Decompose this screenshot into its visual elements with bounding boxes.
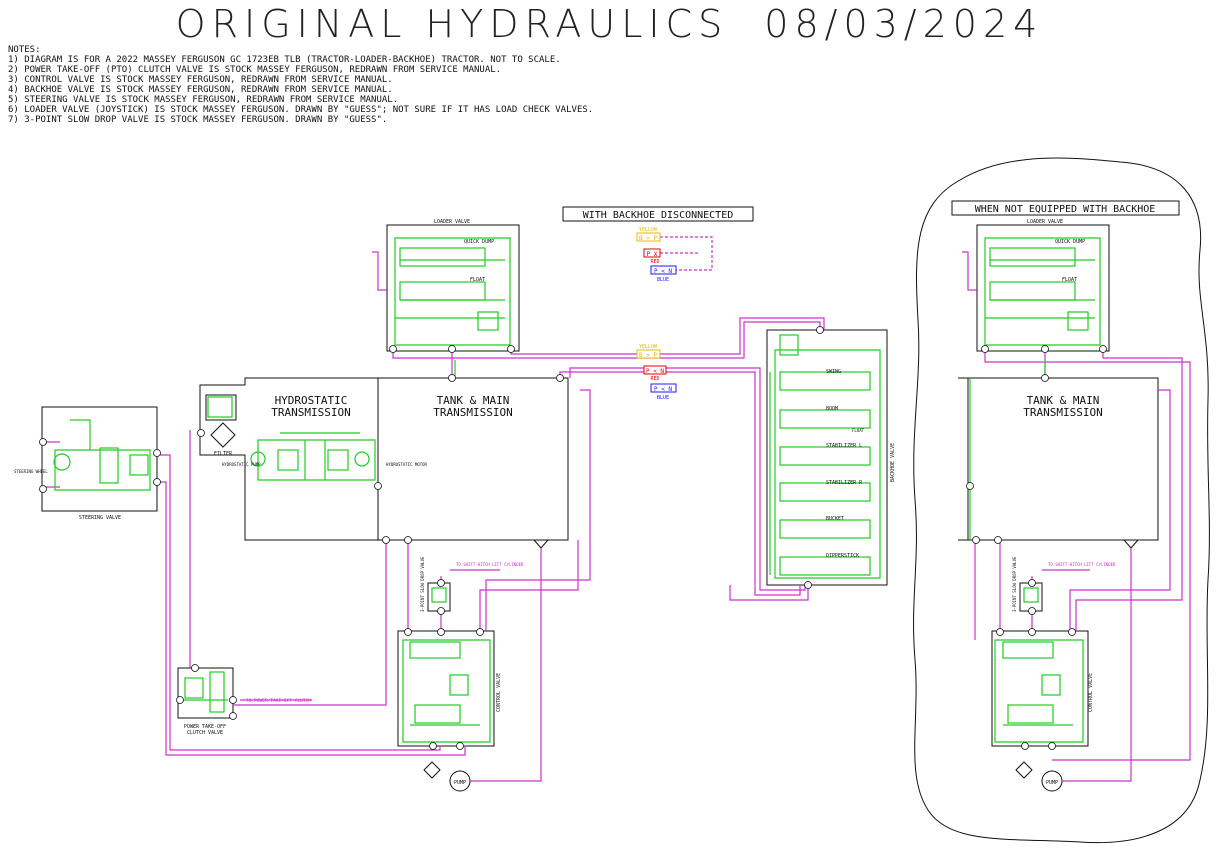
note-item: 3) CONTROL VALVE IS STOCK MASSEY FERGUSO…: [8, 75, 393, 85]
title-date: 08/03/2024: [764, 2, 1044, 46]
hydro-motor-label: HYDROSTATIC MOTOR: [386, 462, 428, 467]
line-code-yellow: B > P: [639, 352, 657, 359]
line-code-red: P < N: [646, 368, 664, 375]
legend-yellow-name: YELLOW: [639, 227, 658, 233]
to-lift-label: TO SHIFT HITCH LIFT CYLINDER: [456, 562, 524, 567]
tank-main-label-r: TANK & MAIN: [1027, 394, 1100, 407]
filter-label: FILTER: [214, 451, 233, 457]
slow-drop-label-2: 3-POINT SLOW DROP VALVE: [1012, 556, 1017, 612]
steering-valve-label: STEERING VALVE: [79, 515, 121, 521]
line-code-blue: P < N: [654, 386, 672, 393]
boom-float: FLOAT: [852, 428, 865, 433]
control-valve-box: [397, 630, 495, 747]
tank-main-label-2: TRANSMISSION: [433, 406, 512, 419]
legend: WITH BACKHOE DISCONNECTED YELLOW B > P P…: [562, 206, 754, 401]
to-lift-label-2: TO SHIFT HITCH LIFT CYLINDER: [1048, 562, 1116, 567]
loader-valve-box: [386, 224, 520, 352]
title-text: ORIGINAL HYDRAULICS: [175, 2, 729, 46]
not-equipped-label: WHEN NOT EQUIPPED WITH BACKHOE: [975, 204, 1156, 215]
hydro-pump-label: HYDROSTATIC PUMP: [222, 462, 261, 467]
control-valve-label: CONTROL VALVE: [496, 673, 502, 712]
float-label-2: FLOAT: [1062, 277, 1077, 283]
hydrostatic-label-2: TRANSMISSION: [271, 406, 350, 419]
not-equipped-cloud: [913, 157, 1210, 844]
pto-valve-box: [177, 667, 234, 719]
filter-symbol: [210, 422, 236, 448]
note-item: 5) STEERING VALVE IS STOCK MASSEY FERGUS…: [8, 95, 399, 105]
note-item: 6) LOADER VALVE (JOYSTICK) IS STOCK MASS…: [8, 105, 594, 115]
note-item: 4) BACKHOE VALVE IS STOCK MASSEY FERGUSO…: [8, 85, 393, 95]
to-pto-clutch-label: TO POWER TAKE-OFF CLUTCH: [246, 698, 311, 704]
hydrostatic-label: HYDROSTATIC: [275, 394, 348, 407]
slow-drop-label: 3-POINT SLOW DROP VALVE: [420, 556, 425, 612]
page-title: ORIGINAL HYDRAULICS 08/03/2024: [0, 2, 1219, 46]
legend-red-name: RED: [650, 259, 659, 265]
section-bucket: BUCKET: [826, 516, 844, 522]
line-label-red: RED: [650, 376, 659, 382]
line-label-yellow: YELLOW: [639, 344, 658, 350]
backhoe-valve-box: [766, 329, 888, 586]
backhoe-valve-label: BACKHOE VALVE: [890, 443, 896, 482]
legend-red-code: P X: [647, 251, 658, 258]
steering-wheel-label: STEERING WHEEL: [14, 469, 48, 474]
line-label-blue: BLUE: [657, 395, 669, 401]
pump-label: PUMP: [454, 780, 466, 786]
pump-label-2: PUMP: [1046, 780, 1058, 786]
note-item: 2) POWER TAKE-OFF (PTO) CLUTCH VALVE IS …: [8, 65, 502, 75]
section-boom: BOOM: [826, 406, 838, 412]
tank-main-transmission-box: [377, 377, 569, 541]
slow-drop-valve-box: [427, 582, 451, 612]
tank-main-transmission-box-2: [967, 377, 1159, 541]
steering-valve-box: [41, 406, 158, 512]
legend-yellow-code: B > P: [639, 235, 657, 242]
section-stabilizer-r: STABILIZER R: [826, 480, 863, 486]
quick-dump-label: QUICK DUMP: [464, 239, 494, 245]
loader-valve-label-2: LOADER VALVE: [1027, 219, 1063, 225]
section-swing: SWING: [826, 369, 841, 375]
section-stabilizer-l: STABILIZER L: [826, 443, 862, 449]
note-item: 1) DIAGRAM IS FOR A 2022 MASSEY FERGUSON…: [8, 55, 561, 65]
tank-main-label-r2: TRANSMISSION: [1023, 406, 1102, 419]
notes-heading: NOTES:: [8, 45, 41, 55]
with-backhoe-disconnected-label: WITH BACKHOE DISCONNECTED: [583, 210, 734, 221]
pto-label-2: CLUTCH VALVE: [187, 730, 223, 736]
note-item: 7) 3-POINT SLOW DROP VALVE IS STOCK MASS…: [8, 115, 388, 125]
legend-blue-name: BLUE: [657, 277, 669, 283]
quick-dump-label-2: QUICK DUMP: [1055, 239, 1085, 245]
float-label: FLOAT: [470, 277, 485, 283]
loader-valve-label: LOADER VALVE: [434, 219, 470, 225]
tank-main-label: TANK & MAIN: [437, 394, 510, 407]
pto-label: POWER TAKE-OFF: [184, 724, 226, 730]
control-valve-label-2: CONTROL VALVE: [1088, 673, 1094, 712]
legend-blue-code: P < N: [654, 268, 672, 275]
notes-block: NOTES:1) DIAGRAM IS FOR A 2022 MASSEY FE…: [8, 45, 593, 125]
section-dipperstick: DIPPERSTICK: [826, 553, 859, 559]
